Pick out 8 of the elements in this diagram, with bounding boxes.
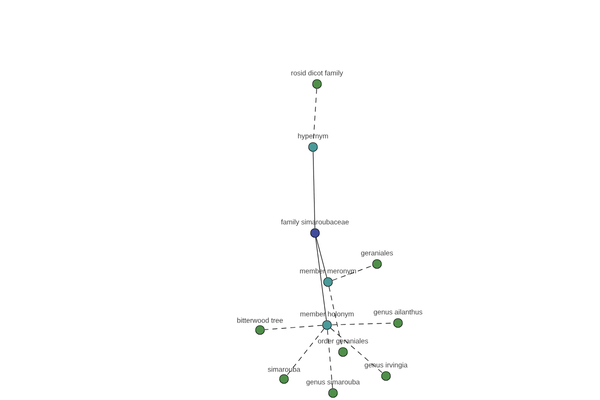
connector — [286, 328, 324, 376]
connector — [332, 265, 373, 281]
connector — [330, 328, 383, 374]
connector — [316, 237, 328, 278]
connector — [315, 237, 327, 321]
connector — [327, 329, 333, 389]
connector — [264, 325, 323, 330]
connector — [312, 151, 316, 229]
